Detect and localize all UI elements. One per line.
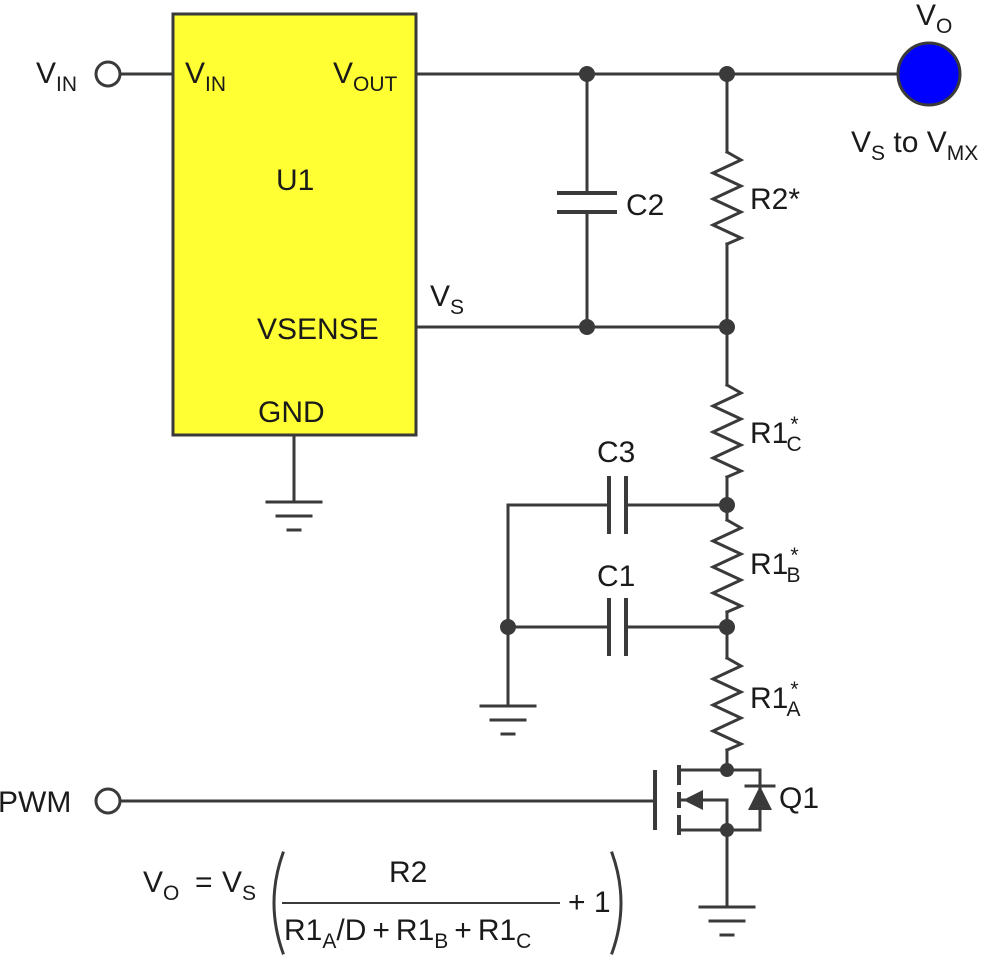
output-formula: VO = VS R2 R1A/D+R1B+R1C + 1 xyxy=(143,851,623,955)
ground-symbol-q1 xyxy=(698,905,756,937)
vin-terminal xyxy=(94,60,122,88)
pwm-label: PWM xyxy=(0,786,71,819)
vo-terminal xyxy=(896,41,962,107)
q1-label: Q1 xyxy=(779,782,819,815)
vs-label: VS xyxy=(430,280,464,319)
r2-label: R2* xyxy=(750,183,800,216)
r2-resistor xyxy=(709,149,745,246)
node-cap-common xyxy=(500,619,516,635)
node-q1-drain xyxy=(720,763,734,777)
vo-range-label: VS to VMX xyxy=(851,126,978,165)
vo-label: VO xyxy=(916,0,952,38)
c2-label: C2 xyxy=(626,189,664,222)
ic-pin-vout-label: VOUT xyxy=(333,57,398,96)
r1c-label: R1*C xyxy=(750,413,802,456)
r1a-resistor xyxy=(709,655,745,752)
ic-pin-vin-label: VIN xyxy=(185,57,226,96)
ic-name: U1 xyxy=(276,164,314,197)
c1-label: C1 xyxy=(597,560,635,593)
svg-text:R2: R2 xyxy=(389,856,427,889)
c3-label: C3 xyxy=(597,436,635,469)
vin-label: VIN xyxy=(36,57,77,96)
svg-text:=: = xyxy=(195,866,213,899)
ic-pin-gnd-label: GND xyxy=(258,396,325,429)
q1-mosfet xyxy=(653,765,776,835)
svg-text:VS: VS xyxy=(222,866,256,905)
svg-text:VO: VO xyxy=(143,866,179,905)
ground-symbol-ic xyxy=(265,500,323,532)
r1c-resistor xyxy=(709,382,745,479)
r1a-label: R1*A xyxy=(750,678,801,721)
svg-text:R1A/D+R1B+R1C: R1A/D+R1B+R1C xyxy=(284,914,531,953)
ic-u1-body xyxy=(171,12,418,437)
ground-symbol-caps xyxy=(479,704,537,736)
r1b-label: R1*B xyxy=(750,544,801,587)
svg-text:+ 1: + 1 xyxy=(568,886,611,919)
node-vsense-c2 xyxy=(579,319,595,335)
r1b-resistor xyxy=(709,517,745,614)
ic-pin-vsense-label: VSENSE xyxy=(257,313,379,346)
pwm-terminal xyxy=(94,787,122,815)
